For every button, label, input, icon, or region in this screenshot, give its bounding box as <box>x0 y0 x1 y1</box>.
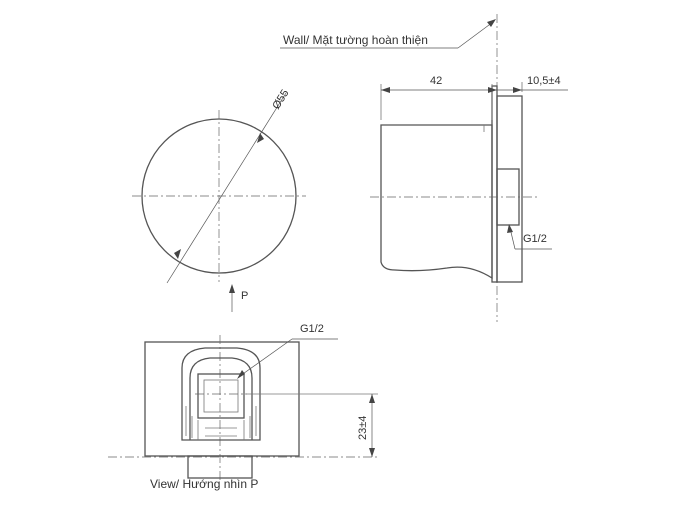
side-view: Wall/ Mặt tường hoàn thiện 42 10,5±4 G1/… <box>280 14 568 322</box>
bottom-view-inner-ring <box>189 357 253 440</box>
bottom-view-outer-ring <box>181 347 261 441</box>
view-caption: View/ Hướng nhìn P <box>150 477 258 491</box>
dim-offset-label: 23±4 <box>357 416 369 440</box>
front-view: Ø55 <box>132 88 306 284</box>
escutcheon <box>496 95 523 283</box>
view-arrow-head <box>229 284 235 293</box>
bottom-view-hex-nut <box>197 373 245 419</box>
bottom-view-connector <box>187 455 253 479</box>
bottom-view-ribs <box>185 406 257 440</box>
diameter-arrow-top <box>257 133 264 143</box>
bottom-view-body <box>144 341 300 457</box>
dim-depth-label: 42 <box>430 75 442 87</box>
thread-view-leader <box>239 338 293 377</box>
diameter-dimension-line <box>166 92 287 284</box>
dim-protrusion-label: 10,5±4 <box>527 75 561 87</box>
view-arrow-label: P <box>241 290 248 302</box>
diameter-label: Ø55 <box>270 88 291 112</box>
bottom-view: G1/2 23±4 View/ Hướng nhìn P <box>108 323 380 491</box>
diameter-arrow-bottom <box>174 249 181 259</box>
view-direction-arrow: P <box>229 284 248 312</box>
wall-leader-arrow <box>487 19 496 27</box>
wall-label: Wall/ Mặt tường hoàn thiện <box>283 33 428 47</box>
wall-plate <box>491 85 498 283</box>
side-view-body <box>380 124 493 280</box>
thread-view-label: G1/2 <box>300 323 324 335</box>
thread-side-label: G1/2 <box>523 233 547 245</box>
